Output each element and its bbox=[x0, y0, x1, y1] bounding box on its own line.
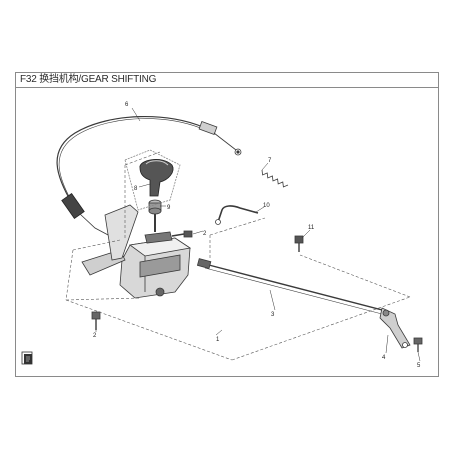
bolt-11 bbox=[294, 235, 304, 252]
callout-1: 1 bbox=[216, 337, 220, 343]
bolt-lower bbox=[91, 311, 101, 330]
callout-2-lower: 2 bbox=[93, 333, 97, 339]
shift-cable bbox=[56, 116, 242, 237]
callout-9: 9 bbox=[167, 205, 171, 211]
shift-arm bbox=[379, 307, 411, 349]
callout-4: 4 bbox=[382, 355, 386, 361]
diagram-frame bbox=[15, 86, 439, 377]
shift-knob bbox=[139, 159, 174, 197]
assembly-guides bbox=[65, 151, 411, 361]
diagram-title: F32 换挡机构/GEAR SHIFTING bbox=[20, 74, 157, 85]
bracket-rod bbox=[215, 205, 259, 225]
callout-10: 10 bbox=[263, 203, 270, 209]
spring bbox=[261, 169, 289, 188]
leader-lines bbox=[95, 107, 421, 362]
callout-2-upper: 2 bbox=[203, 231, 207, 237]
callout-numbers: 6 7 8 9 10 2 11 3 1 4 5 2 bbox=[93, 102, 421, 369]
book-icon bbox=[21, 351, 33, 365]
callout-5: 5 bbox=[417, 363, 421, 369]
callout-6: 6 bbox=[125, 102, 129, 108]
shift-collar bbox=[148, 199, 162, 232]
callout-11: 11 bbox=[308, 225, 315, 231]
bolt-upper bbox=[171, 230, 193, 238]
shift-rod bbox=[196, 258, 383, 315]
shifter-housing bbox=[81, 149, 192, 299]
bolt-5 bbox=[413, 337, 423, 352]
title-bar: F32 换挡机构/GEAR SHIFTING bbox=[15, 72, 439, 88]
callout-8: 8 bbox=[134, 186, 138, 192]
callout-3: 3 bbox=[271, 312, 275, 318]
callout-7: 7 bbox=[268, 158, 272, 164]
